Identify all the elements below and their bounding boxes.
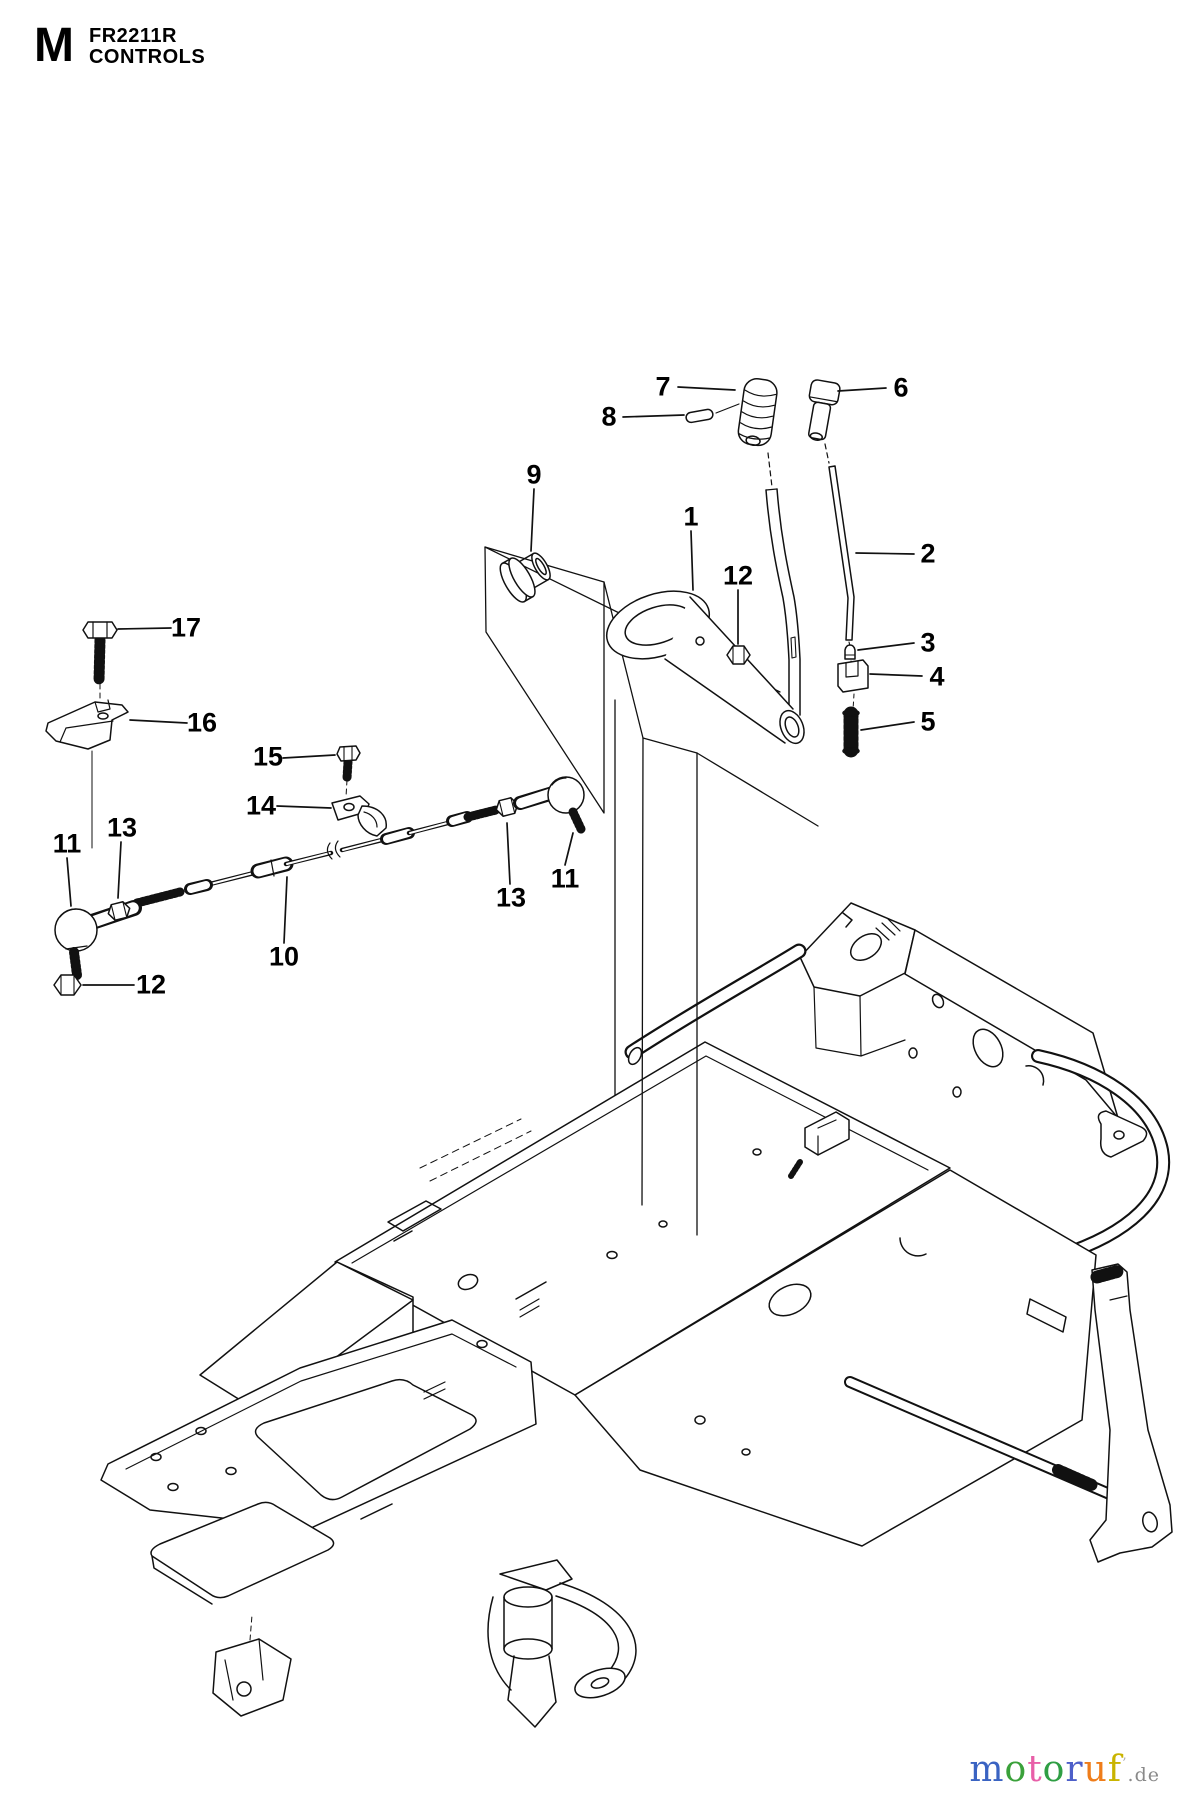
- part-17-hex-bolt: [82, 621, 118, 701]
- logo-letter: t: [1027, 1749, 1043, 1790]
- part-1-handle: [605, 590, 805, 745]
- part-2-lever-rod: [828, 465, 855, 641]
- callout-14: 14: [245, 790, 277, 821]
- callout-15: 15: [252, 741, 284, 772]
- leader-9: [530, 488, 535, 552]
- section-title: CONTROLS: [88, 46, 206, 68]
- callout-5: 5: [920, 706, 936, 737]
- logo-letters: motoruf: [969, 1749, 1122, 1790]
- leader-6: [837, 387, 887, 392]
- callout-8: 8: [601, 401, 617, 432]
- leader-13: [117, 841, 122, 899]
- leader-16: [129, 719, 188, 724]
- part-9-bushing: [499, 552, 551, 603]
- part-10-cable-assembly: [53, 776, 586, 996]
- leader-15: [282, 754, 336, 759]
- leader-7: [677, 386, 736, 391]
- leader-4: [869, 673, 923, 677]
- callout-12: 12: [135, 969, 167, 1000]
- callout-13: 13: [106, 812, 138, 843]
- part-7-grip: [715, 378, 801, 716]
- leader-8: [622, 414, 685, 418]
- leader-2: [855, 552, 915, 555]
- leader-17: [117, 627, 172, 630]
- callout-6: 6: [893, 372, 909, 403]
- logo-letter: f: [1107, 1749, 1123, 1790]
- logo-suffix: .de: [1127, 1764, 1160, 1786]
- logo-letter: m: [969, 1749, 1005, 1790]
- callout-3: 3: [920, 627, 936, 658]
- callout-4: 4: [929, 661, 945, 692]
- motoruf-logo: motoruf’.de: [969, 1749, 1160, 1790]
- callout-16: 16: [186, 707, 218, 738]
- callout-13: 13: [495, 882, 527, 913]
- leader-10: [283, 876, 288, 944]
- leader-11: [66, 857, 72, 907]
- part-3-cap: [844, 641, 856, 669]
- callout-1: 1: [683, 501, 699, 532]
- section-letter: M: [34, 19, 74, 72]
- callout-2: 2: [920, 538, 936, 569]
- part-16-plate-bracket: [45, 699, 129, 750]
- part-14-cable-clamp: [331, 795, 387, 837]
- part-5-spring: [842, 706, 860, 758]
- logo-letter: o: [1004, 1749, 1028, 1790]
- part-15-small-bolt: [336, 745, 361, 798]
- part-8-pin: [685, 408, 714, 424]
- callout-9: 9: [526, 459, 542, 490]
- callout-12: 12: [722, 560, 754, 591]
- part-12-nut-upper: [726, 645, 751, 665]
- header: M FR2211R CONTROLS: [34, 19, 205, 72]
- leader-14: [276, 805, 332, 809]
- chassis-frame: [100, 902, 1173, 1728]
- header-text: FR2211R CONTROLS: [89, 26, 205, 68]
- leader-3: [857, 642, 915, 651]
- callout-11: 11: [52, 828, 82, 859]
- logo-letter: r: [1065, 1749, 1084, 1790]
- leader-13: [506, 822, 511, 885]
- logo-letter: u: [1083, 1749, 1108, 1790]
- callout-11: 11: [550, 863, 580, 894]
- leader-11: [564, 832, 574, 866]
- logo-tick: ’: [1122, 1756, 1128, 1772]
- model-code: FR2211R: [88, 25, 177, 47]
- logo-letter: o: [1042, 1749, 1066, 1790]
- leader-1: [690, 530, 694, 591]
- callout-17: 17: [170, 612, 202, 643]
- leader-5: [860, 721, 915, 731]
- callout-7: 7: [655, 371, 671, 402]
- part-6-knob: [807, 379, 841, 464]
- callout-10: 10: [268, 941, 300, 972]
- part-4-notched-block: [837, 659, 869, 711]
- leader-lines: [66, 386, 923, 986]
